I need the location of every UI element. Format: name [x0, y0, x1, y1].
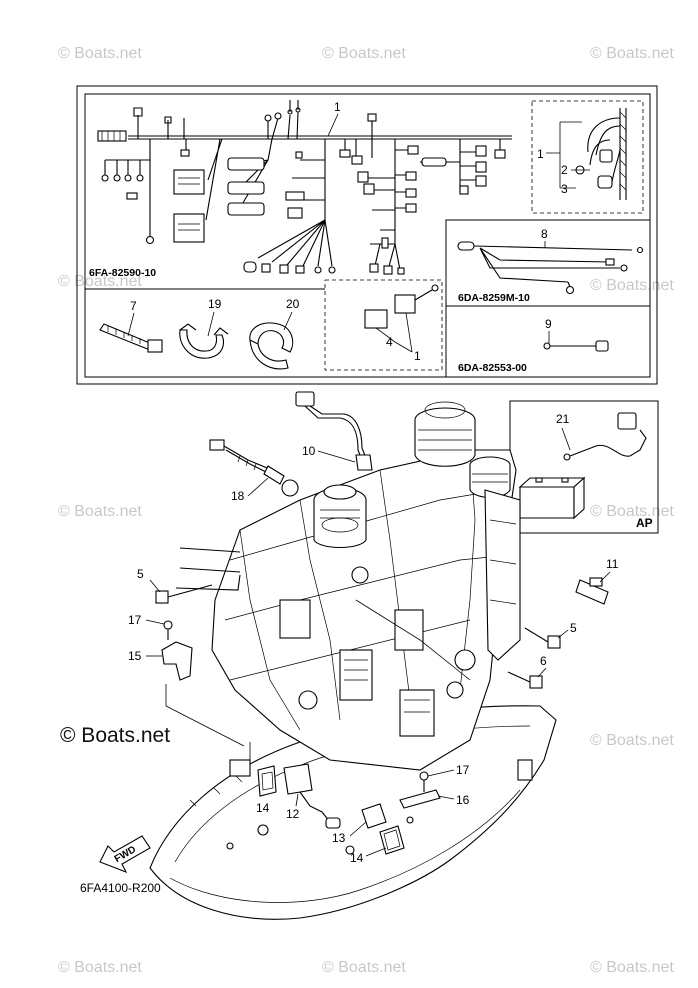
part-4-relay — [364, 284, 439, 329]
callout-1: 1 — [334, 100, 341, 114]
watermarks: © Boats.net © Boats.net © Boats.net © Bo… — [58, 45, 674, 976]
callout-1: 1 — [414, 349, 421, 363]
watermark-text: © Boats.net — [322, 959, 406, 976]
callout-12: 12 — [286, 807, 300, 821]
part-6-bolt: 6 — [507, 654, 547, 689]
watermark-text: © Boats.net — [58, 959, 142, 976]
bottom-cowling — [149, 705, 557, 920]
outer-frame — [76, 85, 658, 385]
callout-2: 2 — [561, 163, 568, 177]
harness-code: 6FA-82590-10 — [89, 267, 156, 279]
callout-13: 13 — [332, 831, 346, 845]
ap-label: AP — [636, 516, 653, 530]
callout-17: 17 — [128, 613, 142, 627]
part-19-clamp — [179, 323, 229, 359]
callout-5: 5 — [137, 567, 144, 581]
callout-20: 20 — [286, 297, 300, 311]
watermark-text: © Boats.net — [590, 732, 674, 749]
part-9-lead-wire — [543, 340, 609, 352]
part-10-sensor: 10 — [295, 391, 373, 471]
callout-14: 14 — [256, 801, 270, 815]
part-14-grommet: 14 — [256, 765, 277, 815]
callout-11: 11 — [606, 557, 619, 571]
callout-10: 10 — [302, 444, 316, 458]
part-18-harness: 18 — [209, 439, 299, 503]
part-7-cable-tie — [99, 323, 163, 353]
main-wire-harness — [97, 100, 512, 275]
part-16-bracket: 16 — [399, 789, 470, 809]
callout-9: 9 — [545, 317, 552, 331]
harness-sub-box — [445, 219, 651, 378]
part-12-connector: 12 — [283, 763, 341, 829]
part-5-bolt: 5 — [524, 621, 577, 649]
callout-18: 18 — [231, 489, 245, 503]
part-11-sensor: 11 — [575, 557, 619, 605]
callout-6: 6 — [540, 654, 547, 668]
callout-19: 19 — [208, 297, 222, 311]
callout-7: 7 — [130, 299, 137, 313]
part-5-bolt: 5 — [137, 567, 213, 604]
callout-14: 14 — [350, 851, 364, 865]
part-15-bracket: 15 — [128, 641, 245, 747]
watermark-text: © Boats.net — [590, 277, 674, 294]
callout-16: 16 — [456, 793, 470, 807]
engine-assembly — [149, 401, 557, 920]
watermark-text: © Boats.net — [58, 503, 142, 520]
callout-15: 15 — [128, 649, 142, 663]
diagram-reference: 6FA4100-R200 — [80, 881, 161, 895]
part-14-grommet: 14 — [350, 825, 405, 865]
callout-4: 4 — [386, 335, 393, 349]
part-20-clamp — [249, 322, 294, 370]
callout-5: 5 — [570, 621, 577, 635]
main-watermark: © Boats.net — [60, 724, 170, 747]
callout-21: 21 — [556, 412, 570, 426]
watermark-text: © Boats.net — [590, 503, 674, 520]
watermark-text: © Boats.net — [590, 45, 674, 62]
part-2-3-connectors — [575, 108, 627, 200]
part-17-screw: 17 — [128, 613, 173, 640]
watermark-text: © Boats.net — [590, 959, 674, 976]
callout-17: 17 — [456, 763, 470, 777]
sub-harness-code: 6DA-8259M-10 — [458, 292, 530, 304]
lead-wire-code: 6DA-82553-00 — [458, 362, 527, 374]
part-8-sub-harness — [457, 241, 644, 295]
part-13-clamp: 13 — [332, 803, 387, 845]
part-17-screw: 17 — [419, 763, 470, 792]
wiring-harness-panel: 6FA-82590-10 6DA-8259M-10 6DA-82553-00 1… — [76, 85, 658, 385]
callout-1: 1 — [537, 147, 544, 161]
watermark-text: © Boats.net — [58, 273, 142, 290]
watermark-text: © Boats.net — [322, 45, 406, 62]
fwd-arrow: FWD — [99, 835, 151, 874]
callout-3: 3 — [561, 182, 568, 196]
callout-8: 8 — [541, 227, 548, 241]
watermark-text: © Boats.net — [58, 45, 142, 62]
detail-box-4 — [324, 279, 443, 371]
